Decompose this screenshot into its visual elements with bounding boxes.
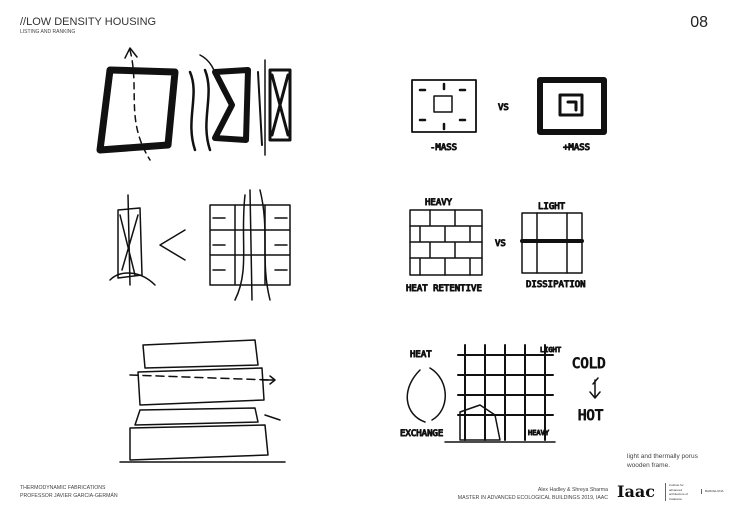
sketch-note: light and thermally porus wooden frame. — [627, 453, 698, 469]
iaac-logo-subtitle: institute for advanced architecture of C… — [665, 483, 695, 501]
label-heat: HEAT — [410, 350, 432, 360]
sketch-ventilation — [109, 189, 291, 301]
footer-authors: Alex Hadley & Shreya Sharma MASTER IN AD… — [458, 487, 608, 502]
program-name: MASTER IN ADVANCED ECOLOGICAL BUILDINGS … — [457, 494, 608, 501]
label-heat-retentive: HEAT RETENTIVE — [406, 284, 482, 294]
author-names: Alex Hadley & Shreya Sharma — [537, 487, 608, 493]
page-title: //LOW DENSITY HOUSING — [20, 16, 157, 28]
page-subtitle: LISTING AND RANKING — [20, 29, 76, 35]
label-mass-vs: VS — [498, 103, 509, 113]
label-exchange: EXCHANGE — [400, 429, 443, 439]
label-frame-heavy: HEAVY — [528, 429, 550, 437]
course-name: THERMODYNAMIC FABRICATIONS — [20, 485, 106, 491]
label-dissipation: DISSIPATION — [526, 280, 586, 290]
label-minus-mass: -MASS — [430, 143, 457, 153]
page-number: 08 — [690, 14, 708, 31]
label-frame-light: LIGHT — [540, 346, 562, 354]
label-hot: HOT — [578, 408, 604, 424]
sketch-heat-exchange — [406, 344, 601, 443]
professor-name: PROFESSOR JAVIER GARCIA-GERMÁN — [20, 492, 118, 499]
label-light: LIGHT — [538, 202, 566, 212]
sketch-heavy-light — [409, 209, 584, 276]
iaac-logo: Iaac — [617, 482, 655, 501]
label-heavy-light-vs: VS — [495, 239, 506, 249]
iaac-logo-city: BARCELONA — [701, 489, 724, 494]
sketch-massing — [96, 47, 292, 161]
label-heavy: HEAVY — [425, 198, 453, 208]
sketch-stacked-volumes — [119, 339, 286, 463]
sketch-mass-comparison — [411, 77, 607, 135]
footer-course: THERMODYNAMIC FABRICATIONS PROFESSOR JAV… — [20, 485, 118, 500]
label-plus-mass: +MASS — [563, 143, 590, 153]
label-cold: COLD — [572, 356, 606, 372]
